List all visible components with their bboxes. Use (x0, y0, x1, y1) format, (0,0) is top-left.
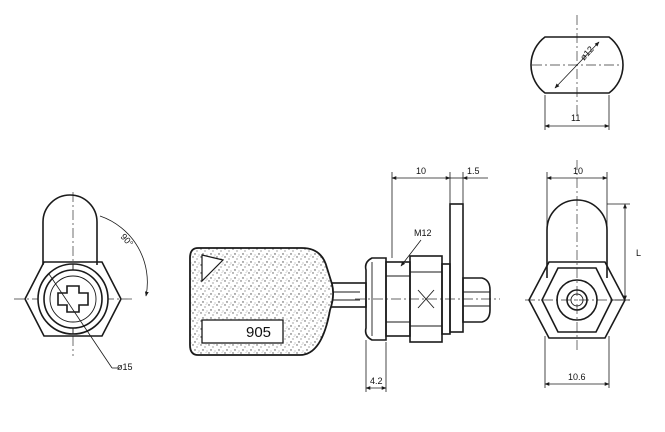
front-dia-label: ø15 (117, 362, 133, 372)
end-dim-bottom: 10.6 (568, 372, 586, 382)
side-dim-small: 1.5 (467, 166, 480, 176)
key-arrow-icon (201, 254, 225, 283)
key-number-plate (201, 319, 284, 344)
cam-screw (462, 277, 491, 323)
body-hex (24, 261, 122, 337)
key-number: 905 (246, 324, 271, 341)
end-body-hex (528, 261, 626, 339)
end-dim-top: 10 (573, 166, 583, 176)
side-dim-top: 10 (416, 166, 426, 176)
top-width-label: 11 (571, 113, 580, 123)
front-view: 90° ø15 (14, 192, 149, 372)
bezel (364, 257, 387, 341)
length-label: L (636, 248, 641, 258)
d-cut-shaft-profile (530, 36, 624, 94)
top-dia-label: ø12 (578, 44, 596, 62)
angle-label: 90° (119, 232, 136, 249)
key: 905 (189, 247, 367, 356)
keyway (57, 285, 89, 313)
top-view: ø12 11 (530, 15, 624, 130)
end-nut-hex (541, 267, 613, 333)
end-view: 10 L 10.6 (525, 160, 641, 388)
side-view: 10 1.5 M12 4.2 (355, 166, 500, 392)
cam-outline (42, 194, 98, 265)
cam-plate (449, 203, 464, 333)
end-cam (546, 199, 608, 278)
side-dim-bottom: 4.2 (370, 376, 383, 386)
thread-label: M12 (414, 228, 432, 238)
